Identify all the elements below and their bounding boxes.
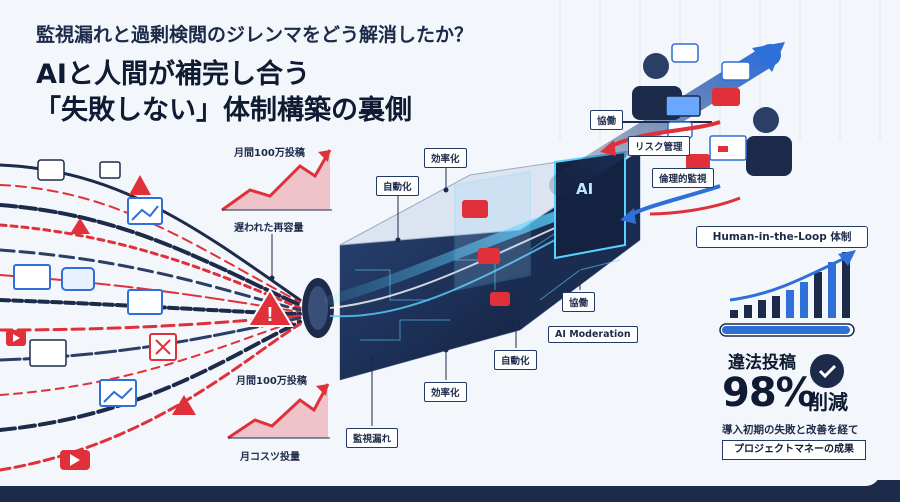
result-unit: 削減 bbox=[808, 390, 848, 414]
chart-top-caption: 遅われた再容量 bbox=[234, 223, 304, 234]
page-title-line2: 「失敗しない」体制構築の裏側 bbox=[34, 95, 412, 126]
chart-top-heading: 月間100万投稿 bbox=[234, 148, 305, 159]
tag-ai-moderation: AI Moderation bbox=[548, 326, 638, 343]
page-subtitle: 監視漏れと過剰検閲のジレンマをどう解消したか？ bbox=[36, 24, 474, 46]
page-title-line1: AIと人間が補完し合う bbox=[36, 59, 310, 90]
result-title: 違法投稿 bbox=[728, 353, 796, 373]
hitl-label: Human-in-the-Loop 体制 bbox=[696, 226, 868, 248]
result-value: 98% bbox=[722, 370, 816, 416]
feedback-arrows bbox=[600, 120, 741, 224]
tag-monitoring-gap: 監視漏れ bbox=[346, 428, 399, 448]
page-panel bbox=[0, 472, 880, 486]
progress-bar bbox=[719, 323, 855, 337]
tag-efficiency-bottom: 効率化 bbox=[424, 382, 467, 402]
result-note: 導入初期の失敗と改善を経て bbox=[722, 424, 859, 436]
chart-bottom bbox=[227, 383, 330, 440]
chart-bottom-heading: 月間100万投稿 bbox=[236, 376, 307, 387]
tag-ethics: 倫理的監視 bbox=[652, 168, 714, 188]
result-bars bbox=[730, 252, 850, 318]
result-badge: プロジェクトマネーの成果 bbox=[722, 440, 866, 460]
tag-collab: 協働 bbox=[590, 110, 624, 130]
operator-left bbox=[620, 53, 712, 123]
svg-text:!: ! bbox=[267, 304, 274, 326]
tag-collab-bottom: 協働 bbox=[562, 292, 596, 312]
operator-right bbox=[709, 107, 792, 176]
tag-automation-top: 自動化 bbox=[376, 176, 419, 196]
chart-bottom-caption: 月コスツ投量 bbox=[240, 452, 300, 463]
content-icons: ! bbox=[6, 159, 294, 470]
ai-screen-label: AI bbox=[576, 180, 594, 198]
chart-top bbox=[221, 149, 332, 212]
tag-efficiency-top: 効率化 bbox=[424, 148, 467, 168]
tag-risk: リスク管理 bbox=[628, 136, 690, 156]
tag-automation-bottom: 自動化 bbox=[494, 350, 537, 370]
check-icon bbox=[810, 354, 844, 388]
